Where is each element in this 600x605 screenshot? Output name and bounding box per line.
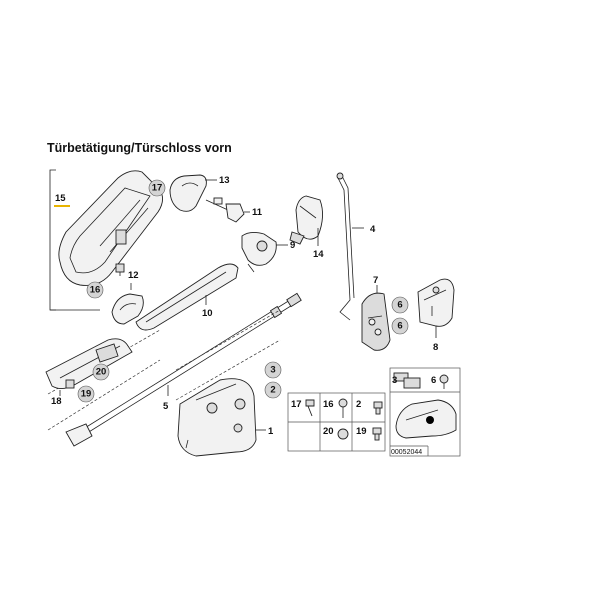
legend-17: 17 — [291, 399, 302, 410]
callout-2: 2 — [270, 385, 275, 396]
callout-15-highlight — [54, 205, 70, 207]
inset-callout-3: 3 — [392, 375, 397, 386]
callout-15: 15 — [55, 193, 66, 204]
callout-6b-badge — [391, 317, 409, 335]
callout-2-badge — [264, 381, 282, 399]
callout-11: 11 — [252, 207, 263, 218]
item-11-lock-cylinder — [205, 197, 245, 223]
item-8-striker — [417, 278, 455, 327]
callout-20: 20 — [96, 367, 107, 378]
item-9-bezel — [241, 231, 277, 273]
callout-19-badge — [77, 385, 95, 403]
legend-20: 20 — [323, 426, 334, 437]
callout-19: 19 — [81, 389, 92, 400]
item-18-bracket — [45, 338, 133, 389]
item-13-cover — [169, 174, 207, 212]
callout-17: 17 — [152, 183, 163, 194]
item-10-grip-handle — [135, 263, 239, 331]
diagram-id: 00052044 — [391, 449, 422, 456]
item-14-cap — [289, 195, 323, 245]
callout-8: 8 — [433, 342, 438, 353]
callout-18: 18 — [51, 396, 62, 407]
callout-9: 9 — [290, 240, 295, 251]
callout-20-badge — [92, 363, 110, 381]
callout-16: 16 — [90, 285, 101, 296]
callout-17-badge — [148, 179, 166, 197]
item-12-seal — [111, 293, 144, 325]
legend-19: 19 — [356, 426, 367, 437]
item-15-group-frame — [49, 169, 100, 311]
item-4-linkage-rod — [336, 172, 355, 321]
callout-16-badge — [86, 281, 104, 299]
legend-2: 2 — [356, 399, 361, 410]
callout-10: 10 — [202, 308, 213, 319]
callout-7: 7 — [373, 275, 378, 286]
legend-16: 16 — [323, 399, 334, 410]
handle-carrier-part — [58, 170, 163, 286]
callout-5: 5 — [163, 401, 169, 412]
fastener-legend — [287, 392, 386, 452]
callout-4: 4 — [370, 224, 376, 235]
callout-6a-badge — [391, 296, 409, 314]
callout-14: 14 — [313, 249, 324, 260]
diagram-title: Türbetätigung/Türschloss vorn — [47, 141, 232, 155]
callout-3-badge — [264, 361, 282, 379]
item-7-striker-plate — [361, 292, 391, 351]
callout-12: 12 — [128, 270, 139, 281]
vehicle-inset — [389, 367, 461, 457]
callout-3: 3 — [270, 365, 275, 376]
inset-callout-6: 6 — [431, 375, 436, 386]
callout-6b: 6 — [397, 321, 402, 332]
callout-1: 1 — [268, 426, 274, 437]
callout-13: 13 — [219, 175, 230, 186]
callout-6a: 6 — [397, 300, 402, 311]
item-1-lock-assembly — [177, 378, 257, 457]
